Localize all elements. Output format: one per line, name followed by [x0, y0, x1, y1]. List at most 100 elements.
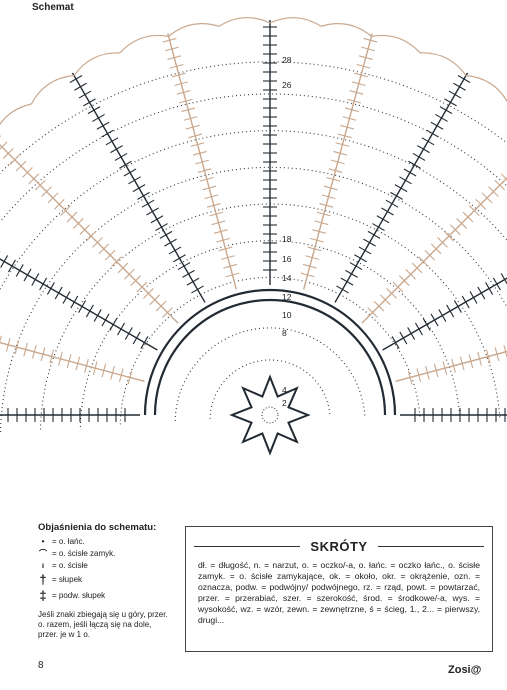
stitch-mark — [150, 215, 164, 224]
stitch-mark — [438, 309, 447, 322]
round-number: 12 — [282, 292, 292, 302]
stitch-mark — [225, 272, 240, 278]
chain-ring — [209, 359, 331, 419]
stitch-mark — [46, 282, 55, 295]
stitch-mark — [475, 198, 487, 210]
legend-title: Objaśnienia do schematu: — [38, 522, 157, 533]
legend-item-label: = podw. słupek — [52, 591, 106, 600]
legend-item: ⌒ = o. ścisłe zamyk. — [38, 548, 173, 560]
scallop-edge — [419, 52, 467, 76]
stitch-mark — [137, 191, 150, 200]
stitch-mark — [123, 268, 135, 280]
stitch-mark — [430, 243, 442, 255]
stitch-mark — [93, 309, 102, 322]
stitch-mark — [500, 173, 507, 181]
stitch-mark — [340, 277, 354, 286]
scallop-edge — [218, 17, 271, 27]
stitch-mark — [354, 72, 369, 78]
round-number: 8 — [282, 328, 287, 338]
stitch-mark — [41, 186, 52, 197]
stitch-mark — [316, 211, 331, 217]
scallop-edge — [73, 52, 121, 76]
stitch-mark — [340, 124, 355, 130]
stitch-mark — [191, 285, 204, 294]
stitch-mark — [323, 185, 338, 191]
stitch-mark — [485, 282, 494, 295]
stitch-mark — [328, 168, 343, 173]
stitch-mark — [385, 199, 399, 208]
stitch-mark — [218, 246, 233, 252]
stitch-mark — [425, 365, 430, 380]
stitch-spoke — [395, 350, 507, 383]
stitch-mark — [451, 358, 456, 373]
stitch-mark — [444, 98, 457, 107]
stitch-mark — [373, 300, 385, 312]
stitch-mark — [49, 349, 55, 364]
stitch-mark — [92, 361, 98, 376]
stitch-mark — [178, 98, 193, 104]
stitch-mark — [442, 361, 448, 376]
stitch-mark — [437, 237, 448, 248]
scallop-edge — [168, 23, 220, 37]
stitch-mark — [168, 246, 182, 255]
stitch-mark — [155, 223, 168, 232]
stitch-mark — [469, 291, 478, 304]
stitch-mark — [165, 46, 179, 52]
scallop-edge — [119, 34, 169, 54]
stitch-mark — [5, 337, 11, 352]
stitch-mark — [92, 113, 105, 122]
stitch-mark — [40, 347, 46, 362]
stitch-mark — [66, 354, 72, 369]
stitch-mark — [361, 46, 375, 52]
stitch-mark — [302, 263, 317, 269]
abbreviations-box: SKRÓTY dł. = długość, n. = narzut, o. = … — [185, 526, 493, 652]
stitch-mark — [3, 148, 14, 159]
round-number: 16 — [282, 254, 292, 264]
stitch-mark — [123, 168, 137, 177]
stitch-mark — [0, 141, 8, 150]
stitch-mark — [206, 203, 221, 208]
stitch-mark — [185, 124, 200, 130]
abbreviations-title: SKRÓTY — [310, 539, 368, 554]
legend: • = o. łańc. ⌒ = o. ścisłe zamyk. ı = o.… — [38, 536, 173, 640]
stitch-spoke — [0, 144, 179, 324]
stitch-mark — [443, 230, 455, 242]
stitch-mark — [347, 98, 362, 104]
stitch-mark — [333, 150, 348, 156]
scallop-edge — [269, 17, 322, 27]
round-number: 14 — [282, 273, 292, 283]
stitch-mark — [66, 211, 78, 223]
stitch-mark — [75, 356, 81, 371]
stitch-mark — [391, 336, 400, 349]
stitch-mark — [319, 203, 334, 208]
stitch-mark — [96, 121, 110, 130]
stitch-mark — [300, 272, 315, 278]
divider — [377, 546, 485, 547]
stitch-mark — [321, 194, 336, 200]
stitch-mark — [312, 229, 327, 234]
stitch-mark — [114, 152, 128, 161]
stitch-mark — [70, 295, 79, 309]
stitch-mark — [354, 254, 367, 263]
scallop-edge — [0, 103, 32, 126]
stitch-mark — [399, 176, 412, 185]
chain-ring — [0, 61, 507, 174]
stitch-mark — [190, 142, 205, 147]
stitch-mark — [216, 237, 231, 243]
stitch-mark — [411, 262, 423, 274]
stitch-mark — [381, 207, 394, 216]
stitch-mark — [462, 211, 474, 223]
stitch-mark — [481, 192, 493, 204]
stitch-mark — [105, 137, 119, 146]
stitch-mark — [421, 137, 435, 146]
legend-item: † = słupek — [38, 572, 173, 588]
stitch-mark — [461, 295, 470, 309]
stitch-mark — [181, 107, 196, 113]
stitch-mark — [141, 199, 155, 208]
chain-stitch-icon: • — [41, 537, 45, 546]
stitch-mark — [110, 145, 123, 154]
stitch-mark — [176, 90, 191, 95]
stitch-mark — [162, 37, 177, 43]
stitch-mark — [314, 220, 329, 226]
stitch-mark — [403, 168, 417, 177]
